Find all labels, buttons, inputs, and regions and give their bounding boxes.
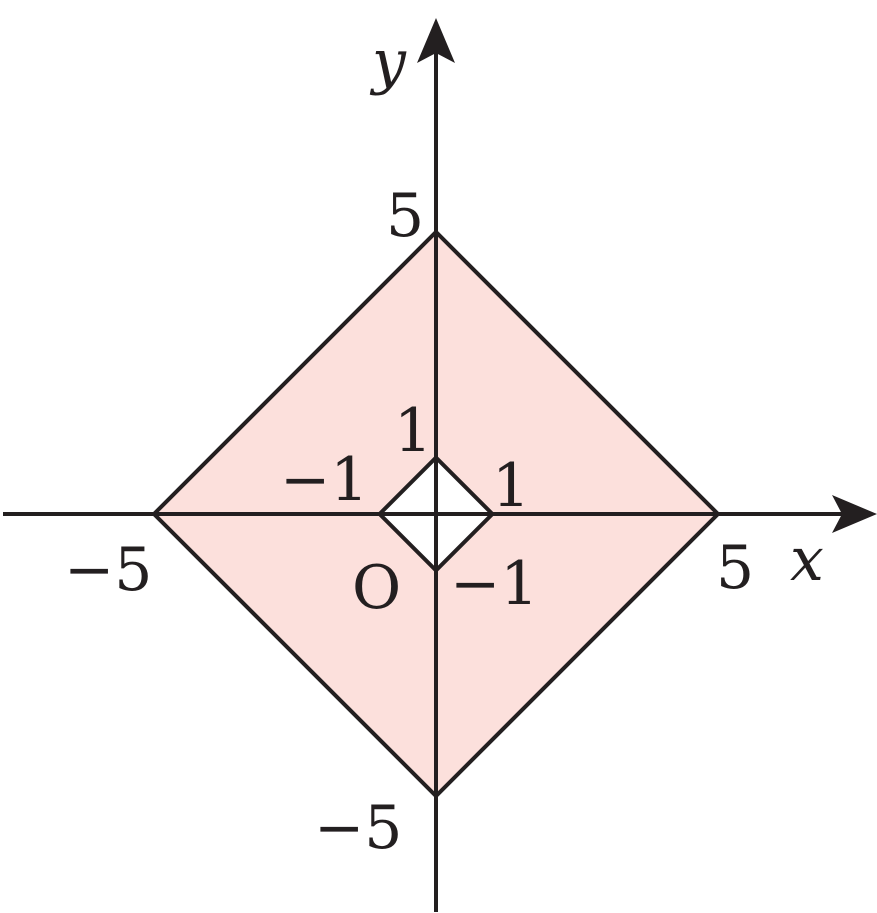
tick-label-y-pos5: 5 — [386, 181, 424, 251]
tick-label-x-neg5: −5 — [64, 535, 152, 605]
tick-label-y-pos1: 1 — [394, 396, 432, 466]
tick-label-y-neg5: −5 — [314, 793, 402, 863]
tick-label-x-pos1: 1 — [492, 451, 530, 521]
y-axis-label: y — [369, 27, 407, 97]
origin-label: O — [352, 553, 401, 623]
y-axis-arrowhead — [417, 18, 455, 63]
tick-label-x-pos5: 5 — [716, 533, 754, 603]
x-axis-arrowhead — [832, 495, 877, 533]
x-axis-label: x — [790, 525, 824, 595]
tick-label-y-neg1: −1 — [450, 549, 538, 619]
tick-label-x-neg1: −1 — [280, 445, 368, 515]
